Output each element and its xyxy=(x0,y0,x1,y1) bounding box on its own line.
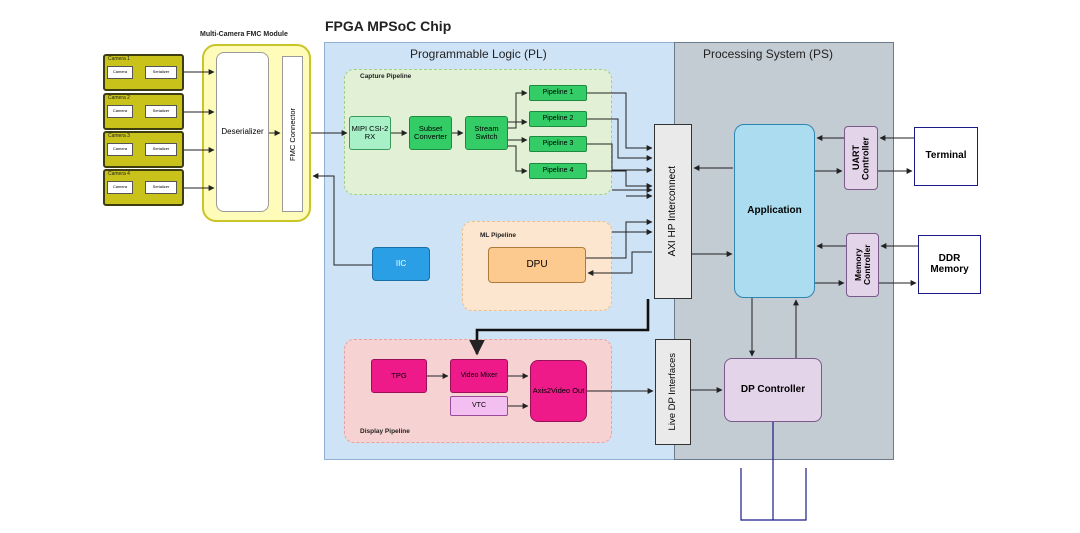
camera-sensor: Camera xyxy=(107,143,133,156)
deserializer-label: Deserializer xyxy=(221,126,264,136)
ml-pipeline-title: ML Pipeline xyxy=(480,232,516,239)
axi-hp-interconnect-label: AXI HP Interconnect xyxy=(666,166,678,257)
serializer-label: Serializer xyxy=(152,146,170,152)
camera-sensor-label: Camera xyxy=(112,108,128,114)
dpu-block: DPU xyxy=(488,247,586,283)
camera-sensor: Camera xyxy=(107,66,133,79)
camera-name: Camera 3 xyxy=(108,133,130,139)
iic-label: IIC xyxy=(395,258,407,268)
ps-title: Processing System (PS) xyxy=(703,47,834,61)
display-pipeline-title: Display Pipeline xyxy=(360,428,410,435)
camera-name: Camera 1 xyxy=(108,56,130,62)
mipi-csi2-rx-label: MIPI CSI-2 RX xyxy=(351,124,389,141)
terminal-label: Terminal xyxy=(925,150,967,162)
terminal-block: Terminal xyxy=(914,127,978,186)
camera-name: Camera 4 xyxy=(108,171,130,177)
pipeline-3-label: Pipeline 3 xyxy=(542,140,574,148)
stream-switch-label: Stream Switch xyxy=(474,124,499,141)
memory-controller-label: Memory Controller xyxy=(852,244,872,286)
video-mixer-label: Video Mixer xyxy=(460,372,498,380)
memory-controller-block: Memory Controller xyxy=(846,233,879,297)
pipeline-2-block: Pipeline 2 xyxy=(529,111,587,127)
pipeline-4-block: Pipeline 4 xyxy=(529,163,587,179)
iic-block: IIC xyxy=(372,247,430,281)
uart-controller-label: UART Controller xyxy=(850,136,870,180)
application-label: Application xyxy=(747,204,802,216)
fmc-connector-label: FMC Connector xyxy=(287,107,297,161)
ddr-memory-block: DDR Memory xyxy=(918,235,981,294)
pipeline-4-label: Pipeline 4 xyxy=(542,167,574,175)
serializer-label: Serializer xyxy=(152,108,170,114)
tpg-label: TPG xyxy=(391,371,407,381)
camera-sensor: Camera xyxy=(107,105,133,118)
deserializer-block: Deserializer xyxy=(216,52,269,212)
vtc-block: VTC xyxy=(450,396,508,416)
dp-output-socket xyxy=(740,468,807,521)
fmc-connector-block: FMC Connector xyxy=(282,56,303,212)
camera-sensor-label: Camera xyxy=(112,184,128,190)
tpg-block: TPG xyxy=(371,359,427,393)
axis2video-out-block: Axis2Video Out xyxy=(530,360,587,422)
serializer-block: Serializer xyxy=(145,66,177,79)
mipi-csi2-rx-block: MIPI CSI-2 RX xyxy=(349,116,391,150)
axi-hp-interconnect-block: AXI HP Interconnect xyxy=(654,124,692,299)
serializer-block: Serializer xyxy=(145,105,177,118)
uart-controller-block: UART Controller xyxy=(844,126,878,190)
camera-sensor-label: Camera xyxy=(112,69,128,75)
camera-name: Camera 2 xyxy=(108,95,130,101)
serializer-block: Serializer xyxy=(145,143,177,156)
pipeline-2-label: Pipeline 2 xyxy=(542,115,574,123)
subset-converter-block: Subset Converter xyxy=(409,116,452,150)
chip-title: FPGA MPSoC Chip xyxy=(325,18,452,34)
dp-controller-block: DP Controller xyxy=(724,358,822,422)
subset-converter-label: Subset Converter xyxy=(414,124,447,141)
live-dp-interfaces-block: Live DP Interfaces xyxy=(655,339,691,445)
capture-pipeline-title: Capture Pipeline xyxy=(360,73,412,80)
camera-sensor-label: Camera xyxy=(112,146,128,152)
live-dp-interfaces-label: Live DP Interfaces xyxy=(667,353,679,431)
stream-switch-block: Stream Switch xyxy=(465,116,508,150)
serializer-label: Serializer xyxy=(152,184,170,190)
pipeline-3-block: Pipeline 3 xyxy=(529,136,587,152)
vtc-label: VTC xyxy=(472,402,486,410)
pipeline-1-block: Pipeline 1 xyxy=(529,85,587,101)
pl-title: Programmable Logic (PL) xyxy=(410,47,547,61)
dp-controller-label: DP Controller xyxy=(740,383,806,395)
axis2video-out-label: Axis2Video Out xyxy=(532,386,585,396)
video-mixer-block: Video Mixer xyxy=(450,359,508,393)
serializer-label: Serializer xyxy=(152,69,170,75)
ddr-memory-label: DDR Memory xyxy=(930,253,969,275)
pipeline-1-label: Pipeline 1 xyxy=(542,89,574,97)
serializer-block: Serializer xyxy=(145,181,177,194)
dpu-label: DPU xyxy=(526,258,548,270)
fmc-module-title: Multi-Camera FMC Module xyxy=(200,31,288,38)
camera-sensor: Camera xyxy=(107,181,133,194)
application-block: Application xyxy=(734,124,815,298)
